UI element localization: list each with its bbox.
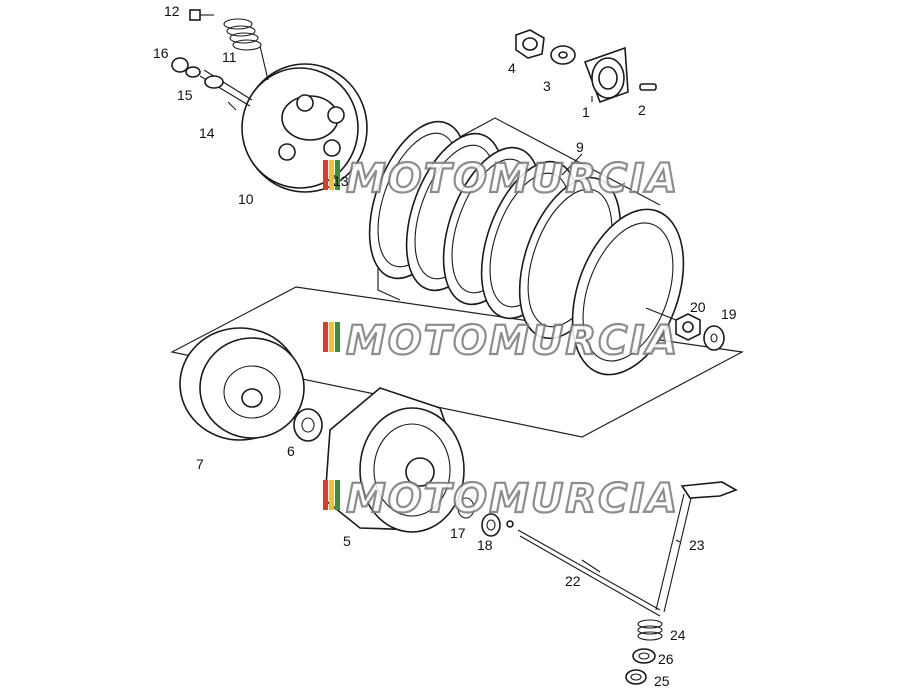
callout-15: 15 (177, 87, 193, 103)
callout-18: 18 (477, 537, 493, 553)
return-spring (637, 619, 663, 641)
callout-12: 12 (164, 3, 180, 19)
watermark: MOTOMURCIA (323, 155, 679, 203)
center-nut (515, 29, 545, 59)
callout-5: 5 (343, 533, 351, 549)
svg-text:MOTOMURCIA: MOTOMURCIA (346, 476, 679, 522)
callout-13: 13 (333, 173, 349, 189)
callout-9: 9 (576, 139, 584, 155)
callout-7: 7 (196, 456, 204, 472)
callout-10: 10 (238, 191, 254, 207)
release-bearing-guide (583, 46, 629, 104)
thrust-washer (550, 45, 576, 65)
spring-bolt (189, 9, 214, 21)
callout-4: 4 (508, 60, 516, 76)
callout-25: 25 (654, 673, 670, 689)
shaft-washer (625, 669, 647, 685)
svg-text:MOTOMURCIA: MOTOMURCIA (346, 318, 679, 364)
lock-washer (703, 325, 725, 351)
circlip (457, 497, 475, 519)
callout-16: 16 (153, 45, 169, 61)
oil-seal (632, 648, 656, 664)
callout-11: 11 (222, 49, 237, 65)
svg-text:MOTOMURCIA: MOTOMURCIA (346, 156, 679, 202)
callout-20: 20 (690, 299, 706, 315)
callout-14: 14 (199, 125, 215, 141)
clutch-plates-stack (368, 120, 685, 376)
adjust-nut (171, 57, 201, 78)
clutch-spring (223, 18, 262, 51)
pin (639, 83, 657, 91)
watermark: MOTOMURCIA (323, 317, 679, 365)
spacer-washer (481, 513, 501, 537)
callout-1: 1 (582, 104, 590, 120)
callout-2: 2 (638, 102, 646, 118)
callout-24: 24 (670, 627, 686, 643)
ball (506, 520, 514, 528)
callout-23: 23 (689, 537, 705, 553)
callout-17: 17 (450, 525, 466, 541)
splined-washer (293, 408, 323, 442)
release-shaft (655, 481, 738, 613)
callout-26: 26 (658, 651, 674, 667)
clutch-hub-nut (675, 313, 701, 341)
callout-6: 6 (287, 443, 295, 459)
clutch-basket (324, 387, 465, 533)
push-rod-stud (199, 69, 253, 107)
push-rod (517, 529, 661, 617)
callout-3: 3 (543, 78, 551, 94)
clutch-pack-frame (170, 286, 744, 438)
watermark: MOTOMURCIA (323, 475, 679, 523)
callout-22: 22 (565, 573, 581, 589)
callout-19: 19 (721, 306, 737, 322)
inner-clutch-hub (179, 327, 305, 441)
